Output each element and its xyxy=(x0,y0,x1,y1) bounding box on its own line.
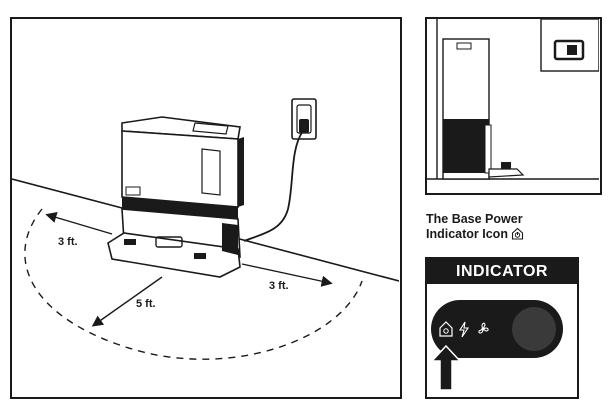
left-arrow xyxy=(45,212,113,235)
dock-button xyxy=(510,305,558,353)
clearance-arc xyxy=(24,208,363,360)
home-power-icon xyxy=(511,227,524,240)
home-power-icon xyxy=(439,321,453,337)
indicator-panel: INDICATOR xyxy=(425,257,579,399)
caption-line-1: The Base Power xyxy=(426,212,523,226)
detail-illustration xyxy=(425,17,602,195)
placement-drawing: 3 ft. 3 ft. 5 ft. xyxy=(12,98,399,360)
right-distance-label: 3 ft. xyxy=(269,280,289,292)
indicator-title: INDICATOR xyxy=(427,259,577,284)
fan-icon xyxy=(478,322,489,334)
indicator-caption: The Base Power Indicator Icon xyxy=(426,212,606,242)
lightning-icon xyxy=(459,321,470,338)
docking-base xyxy=(107,116,244,278)
detail-drawing xyxy=(427,19,599,180)
wall-outlet xyxy=(291,98,317,140)
front-arrow xyxy=(91,276,163,327)
placement-illustration: 3 ft. 3 ft. 5 ft. xyxy=(10,17,402,399)
indicator-drawing xyxy=(430,300,563,391)
caption-line-2: Indicator Icon xyxy=(426,227,606,242)
left-distance-label: 3 ft. xyxy=(58,236,78,248)
pointer-arrow xyxy=(430,344,462,391)
caption-line-2-text: Indicator Icon xyxy=(426,227,508,241)
front-distance-label: 5 ft. xyxy=(136,298,156,310)
power-cord xyxy=(243,130,304,242)
right-arrow xyxy=(241,263,333,287)
